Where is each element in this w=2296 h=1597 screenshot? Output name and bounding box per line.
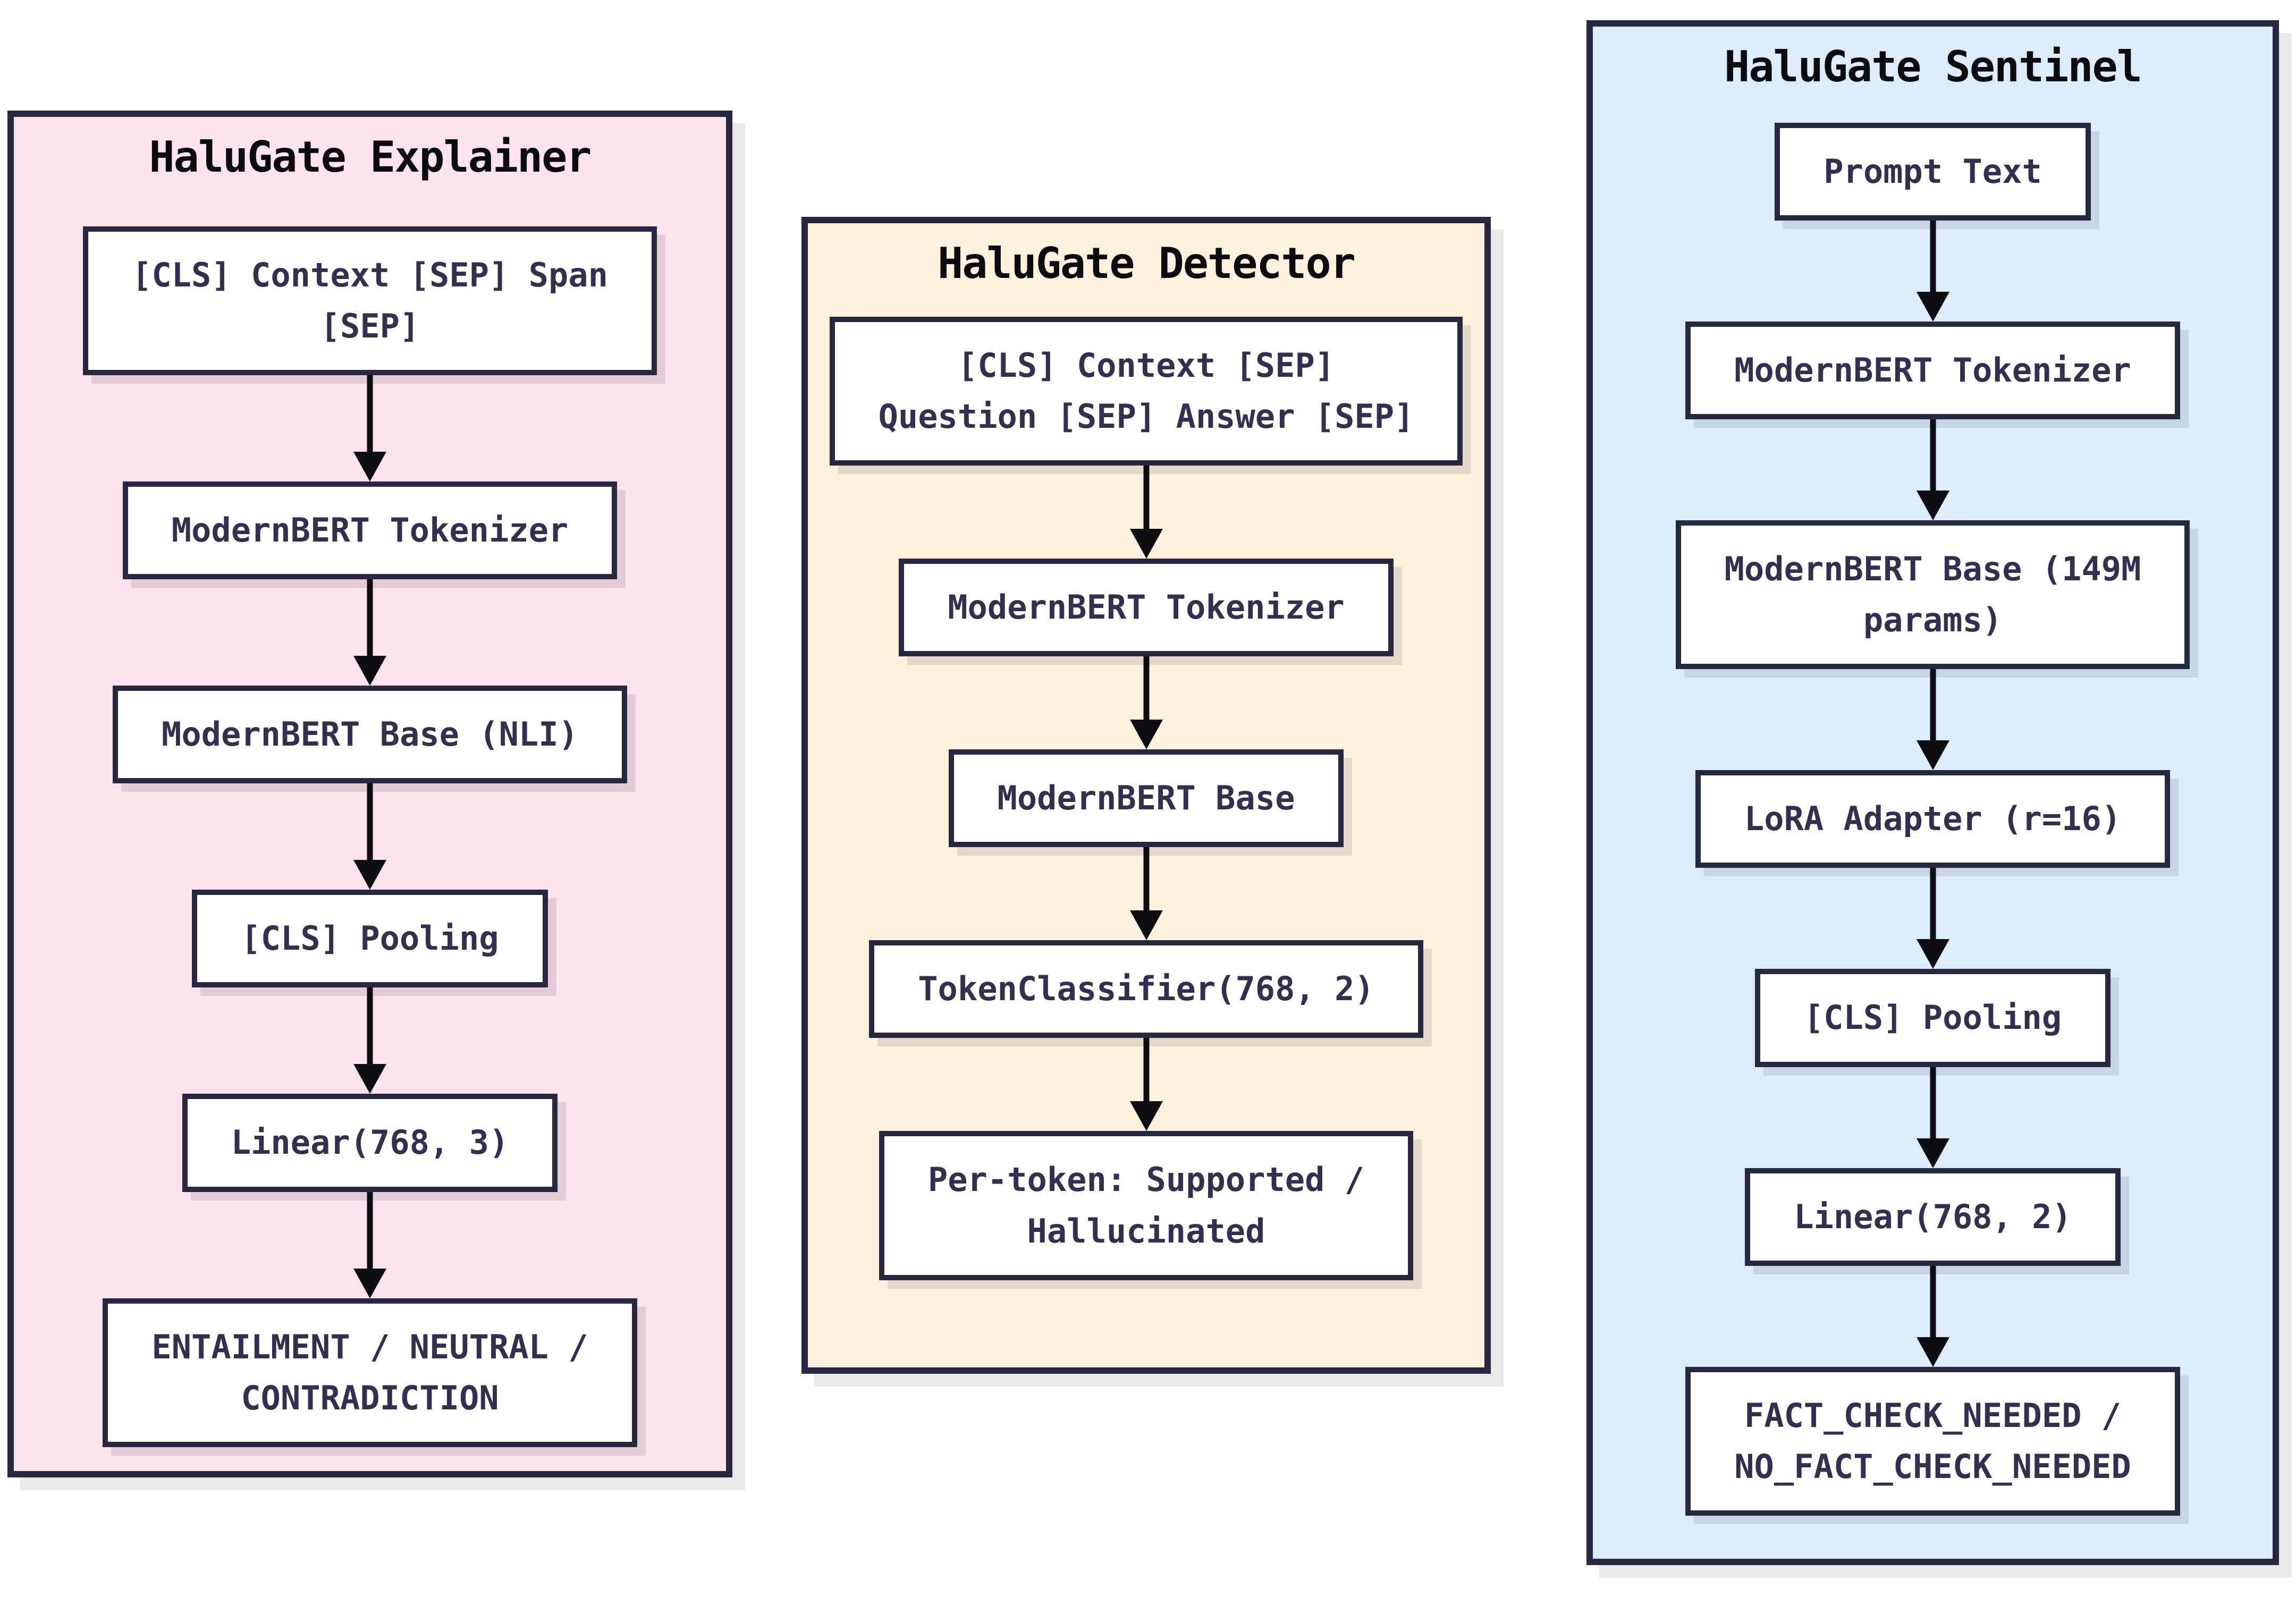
arrow-down-icon [351,375,389,481]
node-box: TokenClassifier(768, 2) [869,940,1423,1038]
node-box: Linear(768, 2) [1745,1168,2121,1266]
subgraph-halugate-explainer: HaluGate Explainer [CLS] Context [SEP] S… [7,111,732,1477]
node-box: [CLS] Context [SEP] Span [SEP] [83,226,657,376]
arrow-down-icon [1914,1266,1952,1367]
node-box: Per-token: Supported / Hallucinated [879,1131,1414,1280]
subgraph-title-explainer: HaluGate Explainer [149,132,592,182]
node-box: ModernBERT Tokenizer [899,559,1394,657]
arrow-down-icon [351,1192,389,1298]
node-box: ModernBERT Base (149M params) [1675,520,2190,670]
arrow-down-icon [1914,221,1952,322]
node-box: FACT_CHECK_NEEDED / NO_FACT_CHECK_NEEDED [1685,1366,2180,1516]
arrow-down-icon [351,987,389,1094]
arrow-down-icon [1128,466,1165,559]
subgraph-title-sentinel: HaluGate Sentinel [1724,42,2142,91]
node-box: [CLS] Context [SEP] Question [SEP] Answe… [829,317,1463,466]
node-box: Linear(768, 3) [182,1094,558,1192]
node-stack-detector: [CLS] Context [SEP] Question [SEP] Answe… [829,317,1463,1280]
node-box: ModernBERT Base [948,749,1344,848]
node-stack-explainer: [CLS] Context [SEP] Span [SEP] ModernBERT… [83,226,657,1447]
arrow-down-icon [351,783,389,890]
arrow-down-icon [1914,419,1952,520]
node-box: Prompt Text [1775,123,2091,221]
subgraph-halugate-detector: HaluGate Detector [CLS] Context [SEP] Qu… [801,217,1491,1374]
arrow-down-icon [1128,847,1165,940]
node-box: [CLS] Pooling [192,890,548,988]
subgraph-title-detector: HaluGate Detector [938,239,1356,288]
arrow-down-icon [1128,656,1165,749]
node-box: [CLS] Pooling [1754,969,2111,1067]
arrow-down-icon [351,579,389,686]
node-box: LoRA Adapter (r=16) [1695,770,2171,868]
node-box: ENTAILMENT / NEUTRAL / CONTRADICTION [103,1298,637,1447]
arrow-down-icon [1914,868,1952,969]
node-box: ModernBERT Base (NLI) [113,686,627,784]
node-box: ModernBERT Tokenizer [122,481,618,580]
arrow-down-icon [1914,1067,1952,1168]
arrow-down-icon [1914,669,1952,770]
node-box: ModernBERT Tokenizer [1685,322,2180,420]
arrow-down-icon [1128,1038,1165,1131]
